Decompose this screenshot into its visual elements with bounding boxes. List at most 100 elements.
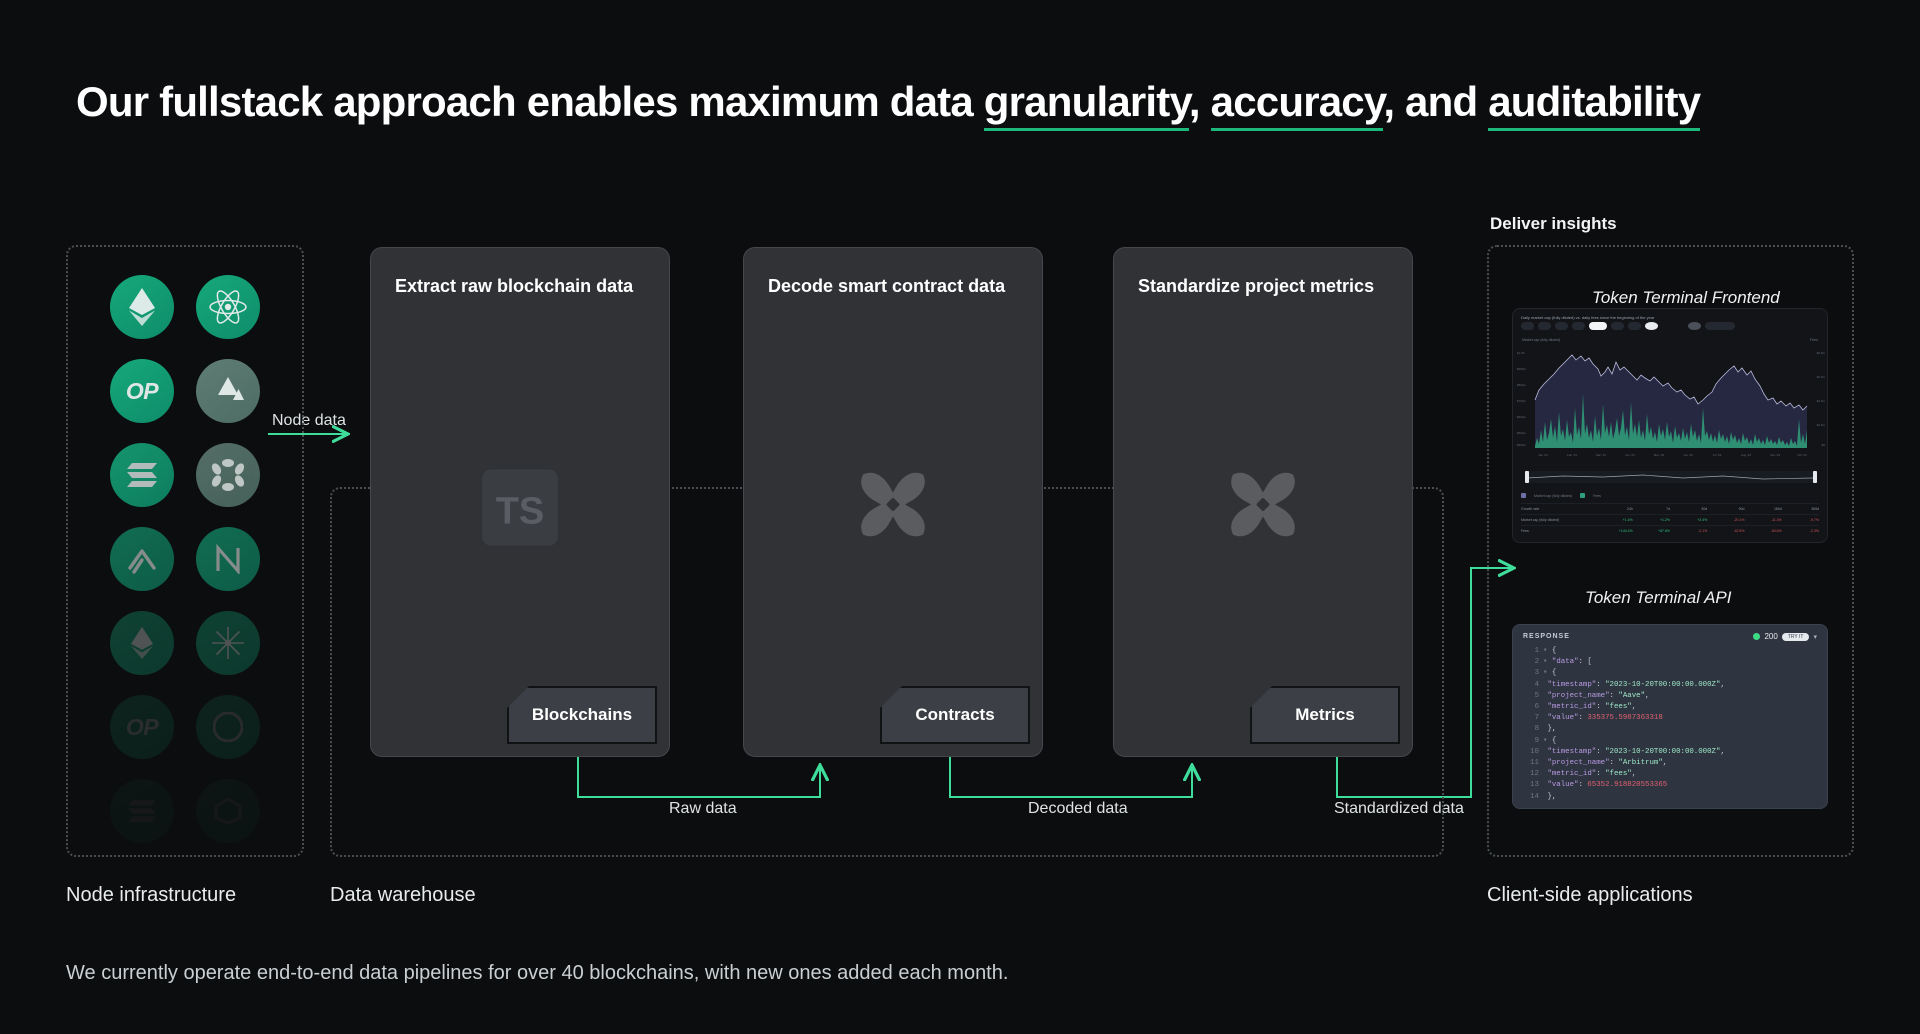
headline-highlight-auditability: auditability <box>1488 78 1701 131</box>
card-tag-contracts[interactable]: Contracts <box>880 686 1030 744</box>
svg-text:Mar '23: Mar '23 <box>1596 453 1606 457</box>
code-line-number: 4 <box>1534 680 1539 689</box>
try-it-button[interactable]: TRY IT <box>1781 632 1810 641</box>
code-token: { <box>1551 647 1557 655</box>
code-line: 6 "metric_id": "fees", <box>1523 702 1817 713</box>
svg-text:$900m: $900m <box>1517 367 1527 371</box>
table-header-row: Growth rate 24h 7d 30d 90d 180d 365d <box>1521 503 1819 514</box>
code-token: 335375.5987363318 <box>1587 714 1663 723</box>
range-pill-365d[interactable] <box>1611 322 1624 330</box>
stage-card-standardize[interactable]: Standardize project metrics Metrics <box>1113 247 1413 757</box>
card-tag-blockchains[interactable]: Blockchains <box>507 686 657 744</box>
range-selector[interactable] <box>1513 322 1827 334</box>
code-token: : <box>1596 747 1606 756</box>
code-line: 9▾ { <box>1523 736 1817 747</box>
headline-part-mid1: , <box>1188 78 1211 125</box>
dbt-logo <box>1222 467 1304 554</box>
range-pill-90d[interactable] <box>1572 322 1585 330</box>
stage-card-decode[interactable]: Decode smart contract data Contracts <box>743 247 1043 757</box>
svg-text:Jun '23: Jun '23 <box>1683 453 1693 457</box>
code-token: : [ <box>1578 658 1592 667</box>
range-pill-1d[interactable] <box>1521 322 1534 330</box>
wire-label-raw-data: Raw data <box>669 800 737 817</box>
code-line-number: 2 <box>1534 658 1539 667</box>
token-terminal-frontend-screenshot[interactable]: Daily market cap (fully diluted) vs. dai… <box>1512 308 1828 543</box>
optimism-faded-label: OP <box>125 713 159 740</box>
wire-label-standardized-data: Standardized data <box>1334 800 1464 817</box>
code-fold-icon[interactable]: ▾ <box>1543 658 1552 667</box>
api-response-code: 1▾ {2▾ "data": [3▾ {4 "timestamp": "2023… <box>1513 646 1827 808</box>
group-label-node-infrastructure: Node infrastructure <box>66 884 237 906</box>
range-pill-30d[interactable] <box>1555 322 1568 330</box>
code-line-number: 11 <box>1530 759 1539 768</box>
code-token: , <box>1645 691 1650 700</box>
td-label: Fees <box>1521 529 1529 533</box>
client-side-frame <box>1487 245 1854 857</box>
cumulative-label <box>1705 322 1735 330</box>
svg-text:May '23: May '23 <box>1654 453 1665 457</box>
code-line: 14 }, <box>1523 792 1817 803</box>
cumulative-toggle[interactable] <box>1688 322 1701 330</box>
card-tag-label: Contracts <box>915 705 995 724</box>
code-line-number: 12 <box>1530 770 1539 779</box>
chevron-down-icon[interactable]: ▾ <box>1813 633 1817 641</box>
spacer <box>1662 322 1671 330</box>
code-token: "2023-10-20T00:00:00.000Z" <box>1605 747 1721 756</box>
range-pill-max[interactable] <box>1628 322 1641 330</box>
code-token: , <box>1631 703 1637 712</box>
headline-part-before: Our fullstack approach enables maximum d… <box>76 78 984 125</box>
code-line: 4 "timestamp": "2023-10-20T00:00:00.000Z… <box>1523 680 1817 691</box>
svg-text:Fees: Fees <box>1810 338 1818 342</box>
blockchain-icon-grid: OP OP <box>110 275 262 843</box>
code-fold-icon[interactable]: ▾ <box>1543 647 1552 655</box>
code-line: 7 "value": 335375.5987363318 <box>1523 713 1817 724</box>
shot-chart-title: Daily market cap (fully diluted) vs. dai… <box>1521 315 1655 320</box>
code-token: "fees" <box>1605 770 1632 779</box>
token-terminal-api-screenshot[interactable]: RESPONSE 200 TRY IT ▾ 1▾ {2▾ "data": [3▾… <box>1512 624 1828 809</box>
frontend-chart-svg: Market cap (fully diluted) Fees $1.0b$90… <box>1517 338 1825 457</box>
wire-label-decoded-data: Decoded data <box>1028 800 1128 817</box>
code-line: 10 "timestamp": "2023-10-20T00:00:00.000… <box>1523 747 1817 758</box>
code-token: "timestamp" <box>1547 747 1597 756</box>
optimism-label: OP <box>125 377 159 404</box>
page-title: Our fullstack approach enables maximum d… <box>76 78 1701 131</box>
code-token: "Arbitrum" <box>1618 759 1663 768</box>
svg-text:TS: TS <box>496 491 545 533</box>
chart-settings-icon[interactable] <box>1645 322 1658 330</box>
code-line: 8 }, <box>1523 724 1817 735</box>
near-icon <box>196 527 260 591</box>
td-180d: -11.3% <box>1770 518 1782 522</box>
code-fold-icon[interactable]: ▾ <box>1543 669 1552 678</box>
dbt-logo <box>852 467 934 554</box>
code-line-number: 9 <box>1534 736 1539 745</box>
code-token: { <box>1551 669 1557 678</box>
code-line: 3▾ { <box>1523 668 1817 679</box>
td-365d: -2.3% <box>1809 529 1819 533</box>
api-status-group[interactable]: 200 TRY IT ▾ <box>1753 632 1817 641</box>
group-label-data-warehouse: Data warehouse <box>330 884 476 906</box>
code-token: , <box>1720 680 1725 689</box>
range-pill-7d[interactable] <box>1538 322 1551 330</box>
code-fold-icon[interactable]: ▾ <box>1543 736 1552 745</box>
svg-text:$1.0b: $1.0b <box>1517 351 1525 355</box>
table-row: Fees +144.4% +87.6% -2.1% -42.5% -63.6% … <box>1521 525 1819 536</box>
footer-note: We currently operate end-to-end data pip… <box>66 962 1009 984</box>
th-24h: 24h <box>1626 507 1633 511</box>
code-token: "fees" <box>1605 703 1632 712</box>
code-line-number: 13 <box>1530 781 1539 790</box>
base-icon <box>196 695 260 759</box>
svg-text:Aug '23: Aug '23 <box>1741 453 1751 457</box>
arbitrum-icon <box>110 527 174 591</box>
stage-card-extract[interactable]: Extract raw blockchain data TS Blockchai… <box>370 247 670 757</box>
td-24h: +1.4% <box>1622 518 1633 522</box>
chart-range-slider[interactable] <box>1513 469 1828 485</box>
code-line-number: 1 <box>1534 647 1539 655</box>
svg-text:$700m: $700m <box>1517 399 1527 403</box>
range-pill-ytd-active[interactable] <box>1589 322 1607 330</box>
card-tag-metrics[interactable]: Metrics <box>1250 686 1400 744</box>
optimism-icon: OP <box>110 359 174 423</box>
code-line-number: 8 <box>1534 725 1539 734</box>
api-response-label: RESPONSE <box>1523 633 1570 640</box>
svg-text:Jan '23: Jan '23 <box>1538 453 1548 457</box>
code-token: "project_name" <box>1547 759 1610 768</box>
